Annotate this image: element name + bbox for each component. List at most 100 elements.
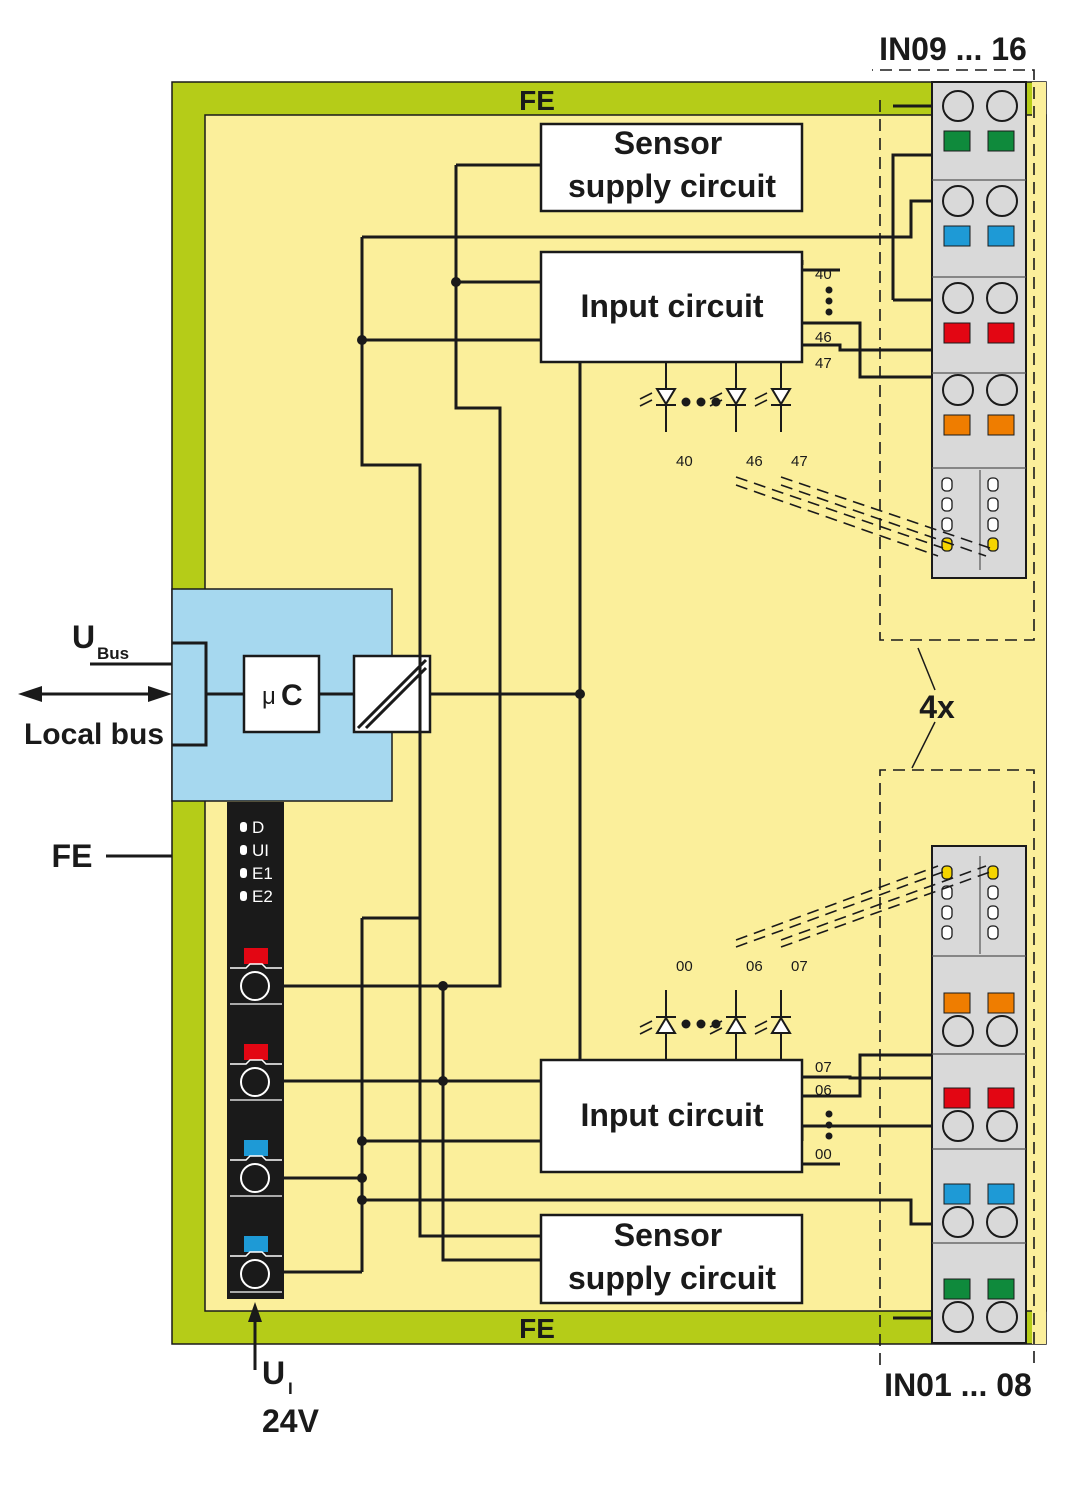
input-circuit-bottom-label: Input circuit xyxy=(580,1097,763,1133)
pin-ellipsis-top xyxy=(825,286,833,316)
terminal-bottom-led-l-2 xyxy=(941,905,953,920)
terminal-bottom-slot-3-left-color xyxy=(943,1278,971,1300)
terminal-top-slot-3-left-color xyxy=(943,414,971,436)
led-bottom-2-diode-icon xyxy=(770,1016,792,1034)
terminal-top-slot-0-right-color xyxy=(987,130,1015,152)
power-slot-screw-2 xyxy=(240,1163,270,1193)
led-bottom-label-2: 07 xyxy=(791,958,808,975)
terminal-bottom-led-l-1 xyxy=(941,885,953,900)
status-led-ui xyxy=(240,845,247,855)
terminal-bottom-slot-2-right-color xyxy=(987,1183,1015,1205)
power-slot-color-1 xyxy=(244,1044,268,1060)
terminal-top-slot-1-left-screw xyxy=(942,185,974,217)
status-label-ui: UI xyxy=(252,841,269,860)
sensor-supply-top-line2: supply circuit xyxy=(568,168,776,204)
terminal-bottom-led-l-0 xyxy=(941,865,953,880)
terminal-top-slot-0-left-color xyxy=(943,130,971,152)
local-bus-label: Local bus xyxy=(24,718,164,751)
led-top-label-0: 40 xyxy=(676,453,693,470)
terminal-top-slot-2-left-color xyxy=(943,322,971,344)
uc-mu: μ xyxy=(262,683,276,710)
terminal-top-led-r-3 xyxy=(987,537,999,552)
led-top-0-light-arrows xyxy=(639,392,653,407)
terminal-top-led-r-0 xyxy=(987,477,999,492)
status-led-group: D UI E1 E2 xyxy=(240,818,273,906)
terminal-top-led-l-1 xyxy=(941,497,953,512)
terminal-bottom-led-r-0 xyxy=(987,865,999,880)
arrow-left-icon xyxy=(18,686,42,702)
led-bottom-label-0: 00 xyxy=(676,958,693,975)
terminal-top-slot-2-right-color xyxy=(987,322,1015,344)
sensor-supply-bottom-line1: Sensor xyxy=(614,1217,722,1253)
input-circuit-box-bottom xyxy=(539,1058,804,1174)
terminal-bottom-slot-1-left-screw xyxy=(942,1110,974,1142)
sensor-supply-top-line1: Sensor xyxy=(614,125,722,161)
status-label-e1: E1 xyxy=(252,864,273,883)
terminal-top-led-r-2 xyxy=(987,517,999,532)
led-bottom-0-diode-icon xyxy=(655,1016,677,1034)
terminal-bottom-led-r-3 xyxy=(987,925,999,940)
power-slot-outline-2 xyxy=(230,1155,282,1161)
power-slot-screw-0 xyxy=(240,971,270,1001)
power-slot-screw-3 xyxy=(240,1259,270,1289)
terminal-bottom-slot-3-left-screw xyxy=(942,1301,974,1333)
ui-voltage: 24V xyxy=(262,1403,320,1439)
pin-bottom-third: 00 xyxy=(815,1146,832,1163)
isolation-symbol xyxy=(356,658,428,730)
terminal-block-bottom xyxy=(931,845,1027,1344)
terminal-top-slot-3-left-screw xyxy=(942,374,974,406)
arrow-right-icon xyxy=(148,686,172,702)
top-group-outline xyxy=(872,69,1035,641)
led-top-label-1: 46 xyxy=(746,453,763,470)
led-lightpipe-lines xyxy=(735,476,991,948)
led-top-1-diode-icon xyxy=(725,388,747,406)
power-slot-outline-0 xyxy=(230,963,282,969)
power-slot-color-3 xyxy=(244,1236,268,1252)
fe-label-bottom: FE xyxy=(519,1313,555,1344)
bottom-group-outline xyxy=(879,769,1035,1365)
terminal-top-slot-1-left-color xyxy=(943,225,971,247)
led-bottom-0-light-arrows xyxy=(639,1020,653,1035)
terminal-bottom-slot-0-left-color xyxy=(943,992,971,1014)
sensor-supply-box-top xyxy=(539,122,804,213)
terminal-bottom-slot-0-right-screw xyxy=(986,1015,1018,1047)
terminal-bottom-slot-3-right-color xyxy=(987,1278,1015,1300)
led-ellipsis-bottom xyxy=(681,1019,721,1029)
terminal-block-top xyxy=(931,81,1027,579)
terminal-top-slot-2-right-screw xyxy=(986,282,1018,314)
terminal-bottom-slot-3-right-screw xyxy=(986,1301,1018,1333)
pin-top-first: 40 xyxy=(815,266,832,283)
pin-top-second: 46 xyxy=(815,329,832,346)
terminal-top-led-r-1 xyxy=(987,497,999,512)
input-circuit-box-top xyxy=(539,250,804,364)
pin-bottom-second: 06 xyxy=(815,1082,832,1099)
led-ellipsis-top xyxy=(681,397,721,407)
microcontroller-box xyxy=(242,654,321,734)
terminal-top-slot-1-right-screw xyxy=(986,185,1018,217)
sensor-supply-box-bottom xyxy=(539,1213,804,1305)
inputs-bottom-label: IN01 ... 08 xyxy=(884,1367,1032,1403)
power-terminal-slots xyxy=(230,948,282,1293)
terminal-bottom-slot-1-left-color xyxy=(943,1087,971,1109)
power-slot-screw-1 xyxy=(240,1067,270,1097)
terminal-bottom-slot-1-right-color xyxy=(987,1087,1015,1109)
terminal-bottom-slot-2-right-screw xyxy=(986,1206,1018,1238)
led-top-2-light-arrows xyxy=(754,392,768,407)
power-slot-outline-3 xyxy=(230,1251,282,1257)
fe-label-top: FE xyxy=(519,85,555,116)
terminal-top-slot-2-left-screw xyxy=(942,282,974,314)
terminal-bottom-led-r-2 xyxy=(987,905,999,920)
inputs-top-label: IN09 ... 16 xyxy=(879,31,1027,67)
led-bottom-1-diode-icon xyxy=(725,1016,747,1034)
terminal-bottom-slot-2-left-screw xyxy=(942,1206,974,1238)
status-label-e2: E2 xyxy=(252,887,273,906)
junction-dots xyxy=(357,277,585,1205)
pin-top-third: 47 xyxy=(815,355,832,372)
terminal-top-slot-0-right-screw xyxy=(986,90,1018,122)
status-led-e2 xyxy=(240,891,247,901)
multiplier-bracket xyxy=(911,647,936,769)
led-top-0-diode-icon xyxy=(655,388,677,406)
